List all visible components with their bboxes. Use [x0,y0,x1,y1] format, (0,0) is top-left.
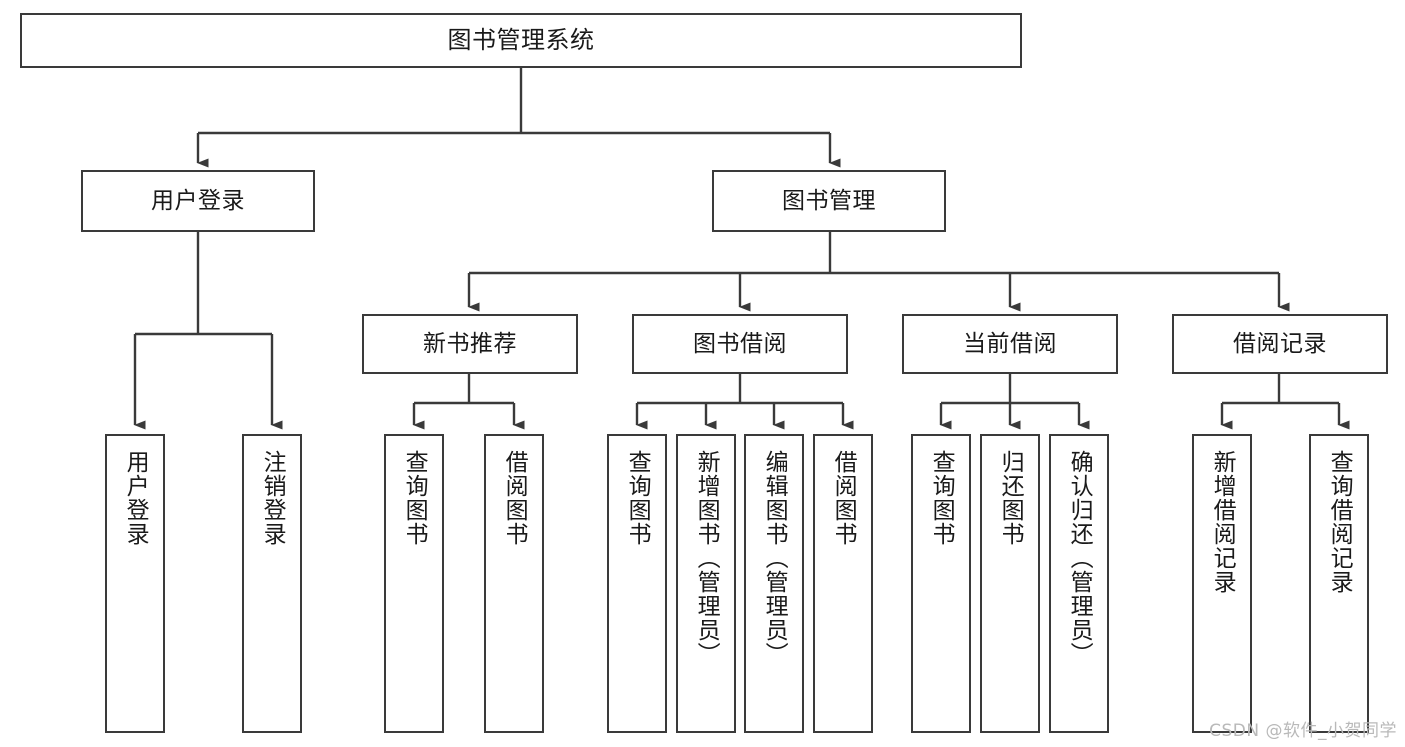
leaf-query-book-2-label: 查询图书 [624,450,651,546]
leaf-query-book-1[interactable]: 查询图书 [384,434,444,733]
leaf-borrow-book-1[interactable]: 借阅图书 [484,434,544,733]
node-current-borrow-label: 当前借阅 [963,330,1057,357]
node-new-book-recommend-label: 新书推荐 [423,330,517,357]
leaf-return-book[interactable]: 归还图书 [980,434,1040,733]
leaf-borrow-book-2[interactable]: 借阅图书 [813,434,873,733]
leaf-borrow-book-1-label: 借阅图书 [501,450,528,546]
node-root-label: 图书管理系统 [447,25,595,54]
leaf-logout-label: 注销登录 [259,450,286,546]
leaf-add-borrow-record[interactable]: 新增借阅记录 [1192,434,1252,733]
node-book-borrow-label: 图书借阅 [693,330,787,357]
node-book-manage[interactable]: 图书管理 [712,170,946,232]
leaf-query-book-1-label: 查询图书 [401,450,428,546]
csdn-watermark: CSDN @软件_小贺同学 [1209,721,1397,741]
leaf-edit-book[interactable]: 编辑图书（管理员） [744,434,804,733]
node-current-borrow[interactable]: 当前借阅 [902,314,1118,374]
leaf-borrow-book-2-label: 借阅图书 [830,450,857,546]
leaf-add-book-label: 新增图书（管理员） [693,450,720,666]
leaf-edit-book-label: 编辑图书（管理员） [761,450,788,666]
leaf-query-book-3[interactable]: 查询图书 [911,434,971,733]
node-user-login-label: 用户登录 [151,187,245,214]
leaf-confirm-return-label: 确认归还（管理员） [1066,450,1093,666]
leaf-user-login[interactable]: 用户登录 [105,434,165,733]
leaf-query-borrow-record-label: 查询借阅记录 [1326,450,1353,594]
leaf-logout[interactable]: 注销登录 [242,434,302,733]
node-book-manage-label: 图书管理 [782,187,876,214]
node-root[interactable]: 图书管理系统 [20,13,1022,68]
node-borrow-record[interactable]: 借阅记录 [1172,314,1388,374]
leaf-query-book-2[interactable]: 查询图书 [607,434,667,733]
node-new-book-recommend[interactable]: 新书推荐 [362,314,578,374]
leaf-user-login-label: 用户登录 [122,450,149,546]
leaf-add-book[interactable]: 新增图书（管理员） [676,434,736,733]
leaf-query-borrow-record[interactable]: 查询借阅记录 [1309,434,1369,733]
node-user-login[interactable]: 用户登录 [81,170,315,232]
node-book-borrow[interactable]: 图书借阅 [632,314,848,374]
leaf-confirm-return[interactable]: 确认归还（管理员） [1049,434,1109,733]
leaf-query-book-3-label: 查询图书 [928,450,955,546]
node-borrow-record-label: 借阅记录 [1233,330,1327,357]
leaf-add-borrow-record-label: 新增借阅记录 [1209,450,1236,594]
leaf-return-book-label: 归还图书 [997,450,1024,546]
